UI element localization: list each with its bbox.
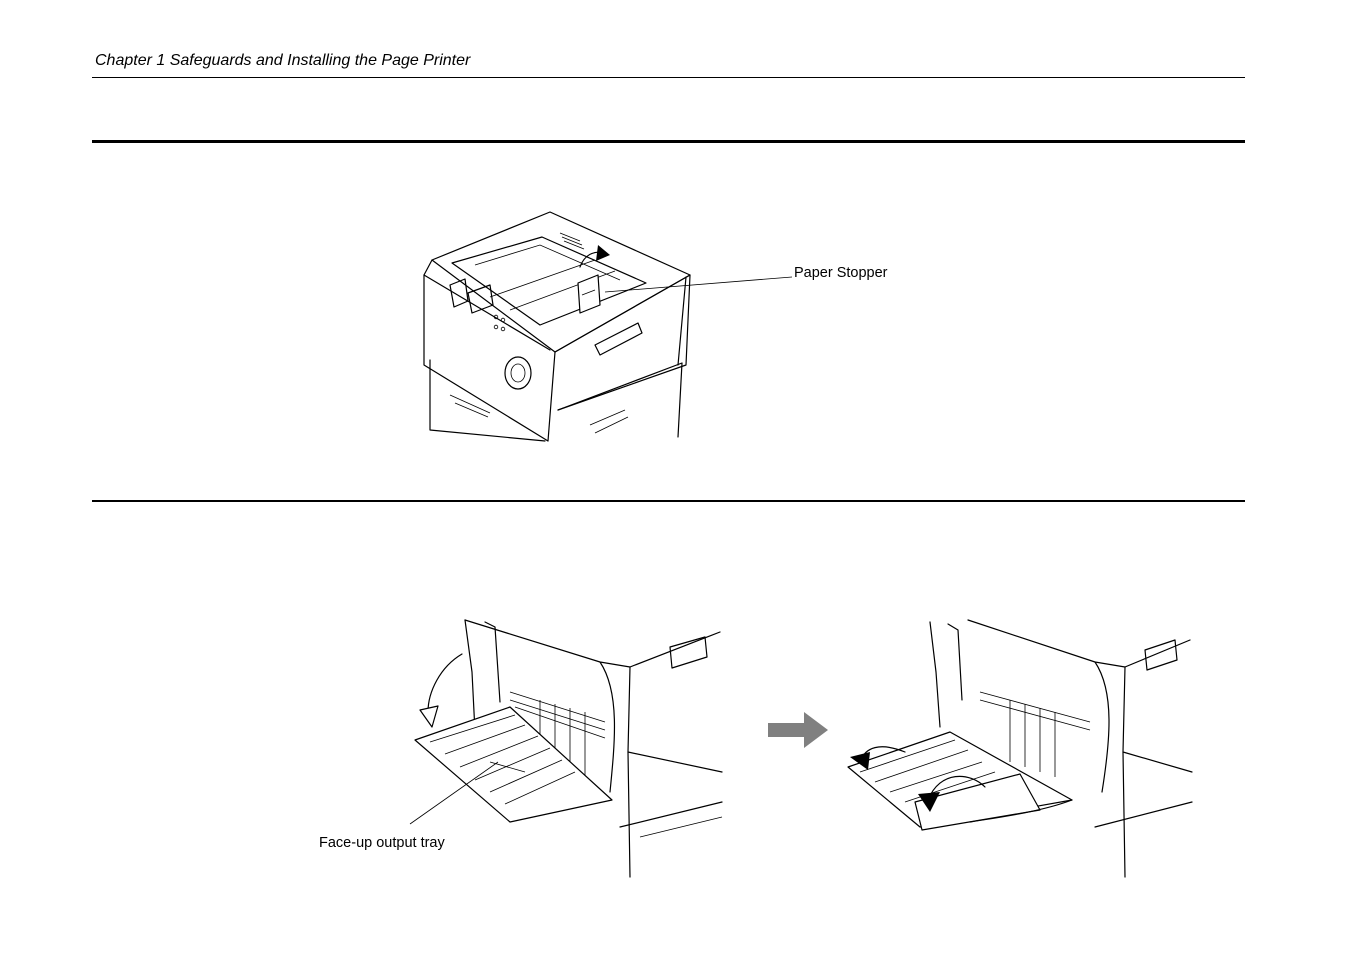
printer-top-illustration [423, 211, 793, 442]
right-arrow-icon [768, 712, 828, 748]
printer-top-figure: Paper Stopper [410, 205, 910, 445]
step-arrow [766, 710, 830, 750]
section-divider-top [92, 140, 1245, 143]
face-up-tray-extend-figure [840, 612, 1200, 882]
face-up-tray-open-figure: Face-up output tray [310, 612, 730, 882]
face-up-tray-open-illustration [409, 619, 723, 878]
page-header-title: Chapter 1 Safeguards and Installing the … [95, 52, 471, 69]
header-divider [92, 77, 1245, 78]
face-up-output-tray-label: Face-up output tray [319, 835, 445, 851]
section-divider-middle [92, 500, 1245, 502]
face-up-tray-extend-illustration [847, 619, 1193, 878]
paper-stopper-label: Paper Stopper [794, 265, 888, 281]
